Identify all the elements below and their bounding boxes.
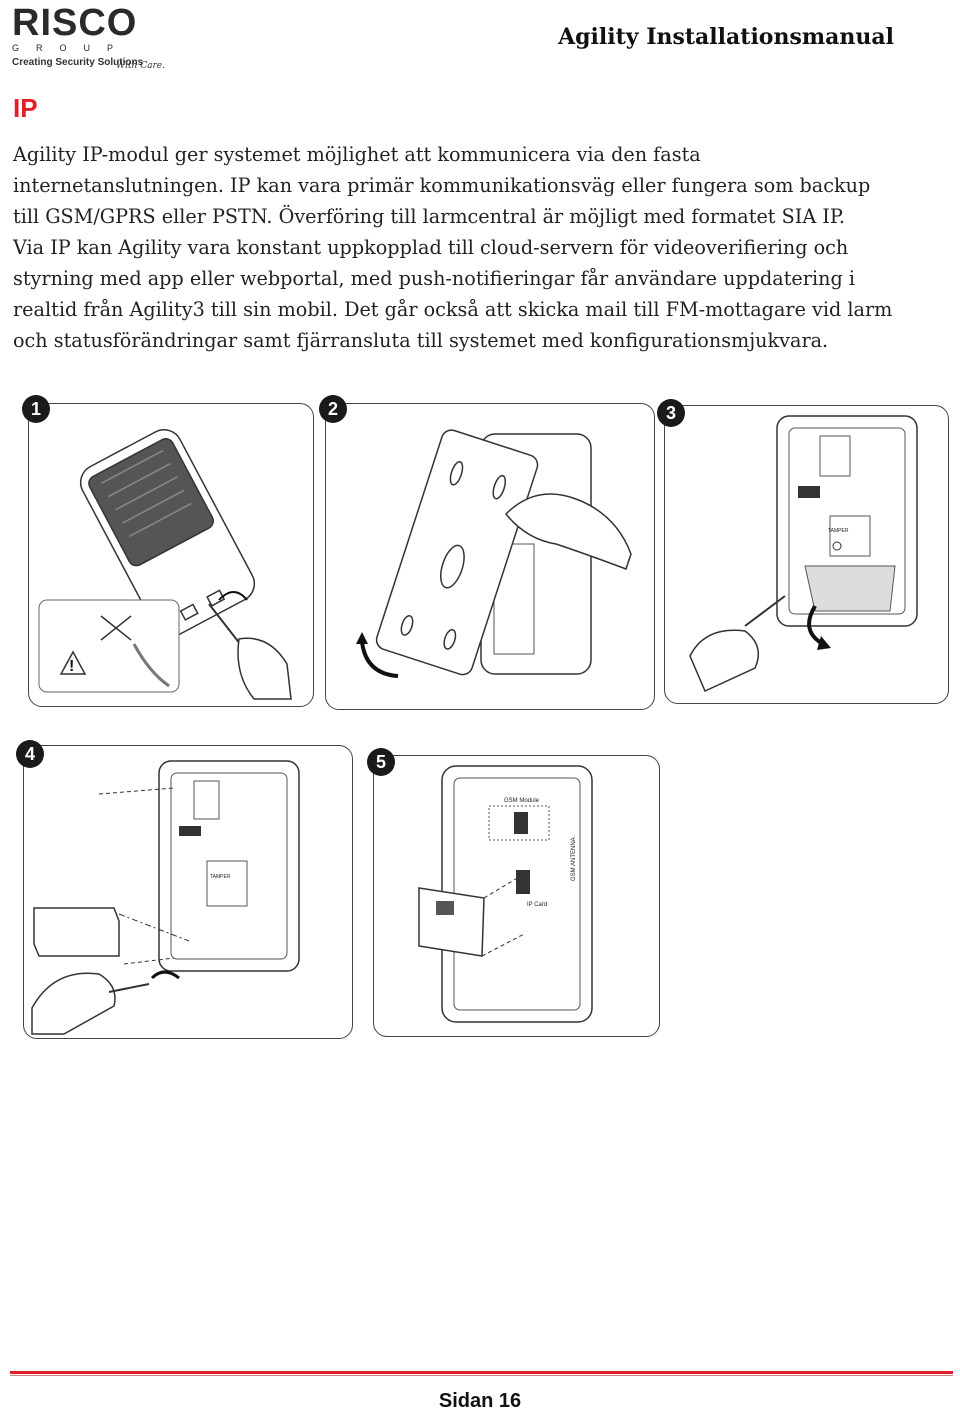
step-2-badge: 2 (319, 395, 347, 423)
paragraph-line: styrning med app eller webportal, med pu… (13, 267, 855, 290)
step-5-panel: GSM Module GSM ANTENNA IP Card (373, 755, 660, 1037)
step-5-badge: 5 (367, 748, 395, 776)
ip-card-label: IP Card (527, 902, 547, 908)
step-1-illustration: ! (38, 429, 292, 700)
step-1-badge: 1 (22, 395, 50, 423)
step-4-panel: TAMPER (23, 745, 353, 1039)
paragraph-line: internetanslutningen. IP kan vara primär… (13, 174, 871, 197)
paragraph-line: realtid från Agility3 till sin mobil. De… (13, 298, 893, 321)
step-3-panel: TAMPER (664, 405, 949, 704)
footer-rule-thin (10, 1375, 953, 1376)
document-title: Agility Installationsmanual (558, 24, 894, 50)
warning-icon: ! (69, 658, 74, 675)
step-4-illustration: TAMPER (31, 760, 300, 1035)
gsm-module-label: GSM Module (504, 798, 540, 804)
step-3-illustration: TAMPER (689, 415, 918, 693)
section-title: IP (13, 93, 38, 123)
footer-rule (10, 1371, 953, 1374)
step-5-illustration: GSM Module GSM ANTENNA IP Card (418, 765, 593, 1023)
risco-logo: RISCO GROUP Creating Security Solutions … (12, 4, 172, 72)
page-number: Sidan 16 (438, 1390, 522, 1412)
step-4-badge: 4 (16, 740, 44, 768)
gsm-antenna-label: GSM ANTENNA (571, 837, 577, 881)
step-3-badge: 3 (657, 399, 685, 427)
logo-tagline-script: With Care. (116, 61, 165, 71)
logo-brand: RISCO (12, 2, 138, 44)
paragraph-line: Via IP kan Agility vara konstant uppkopp… (13, 236, 849, 259)
paragraph-line: och statusförändringar samt fjärransluta… (13, 329, 829, 352)
step-2-panel (325, 403, 655, 710)
logo-tagline: Creating Security Solutions (12, 57, 144, 68)
step-2-illustration (356, 429, 632, 678)
paragraph-line: Agility IP-modul ger systemet möjlighet … (13, 143, 701, 166)
tamper-label: TAMPER (828, 528, 849, 534)
tamper-label: TAMPER (210, 874, 231, 880)
step-1-panel: ! (28, 403, 314, 707)
section-paragraph: Agility IP-modul ger systemet möjlighet … (13, 139, 948, 356)
paragraph-line: till GSM/GPRS eller PSTN. Överföring til… (13, 205, 845, 228)
logo-group: GROUP (12, 43, 131, 53)
